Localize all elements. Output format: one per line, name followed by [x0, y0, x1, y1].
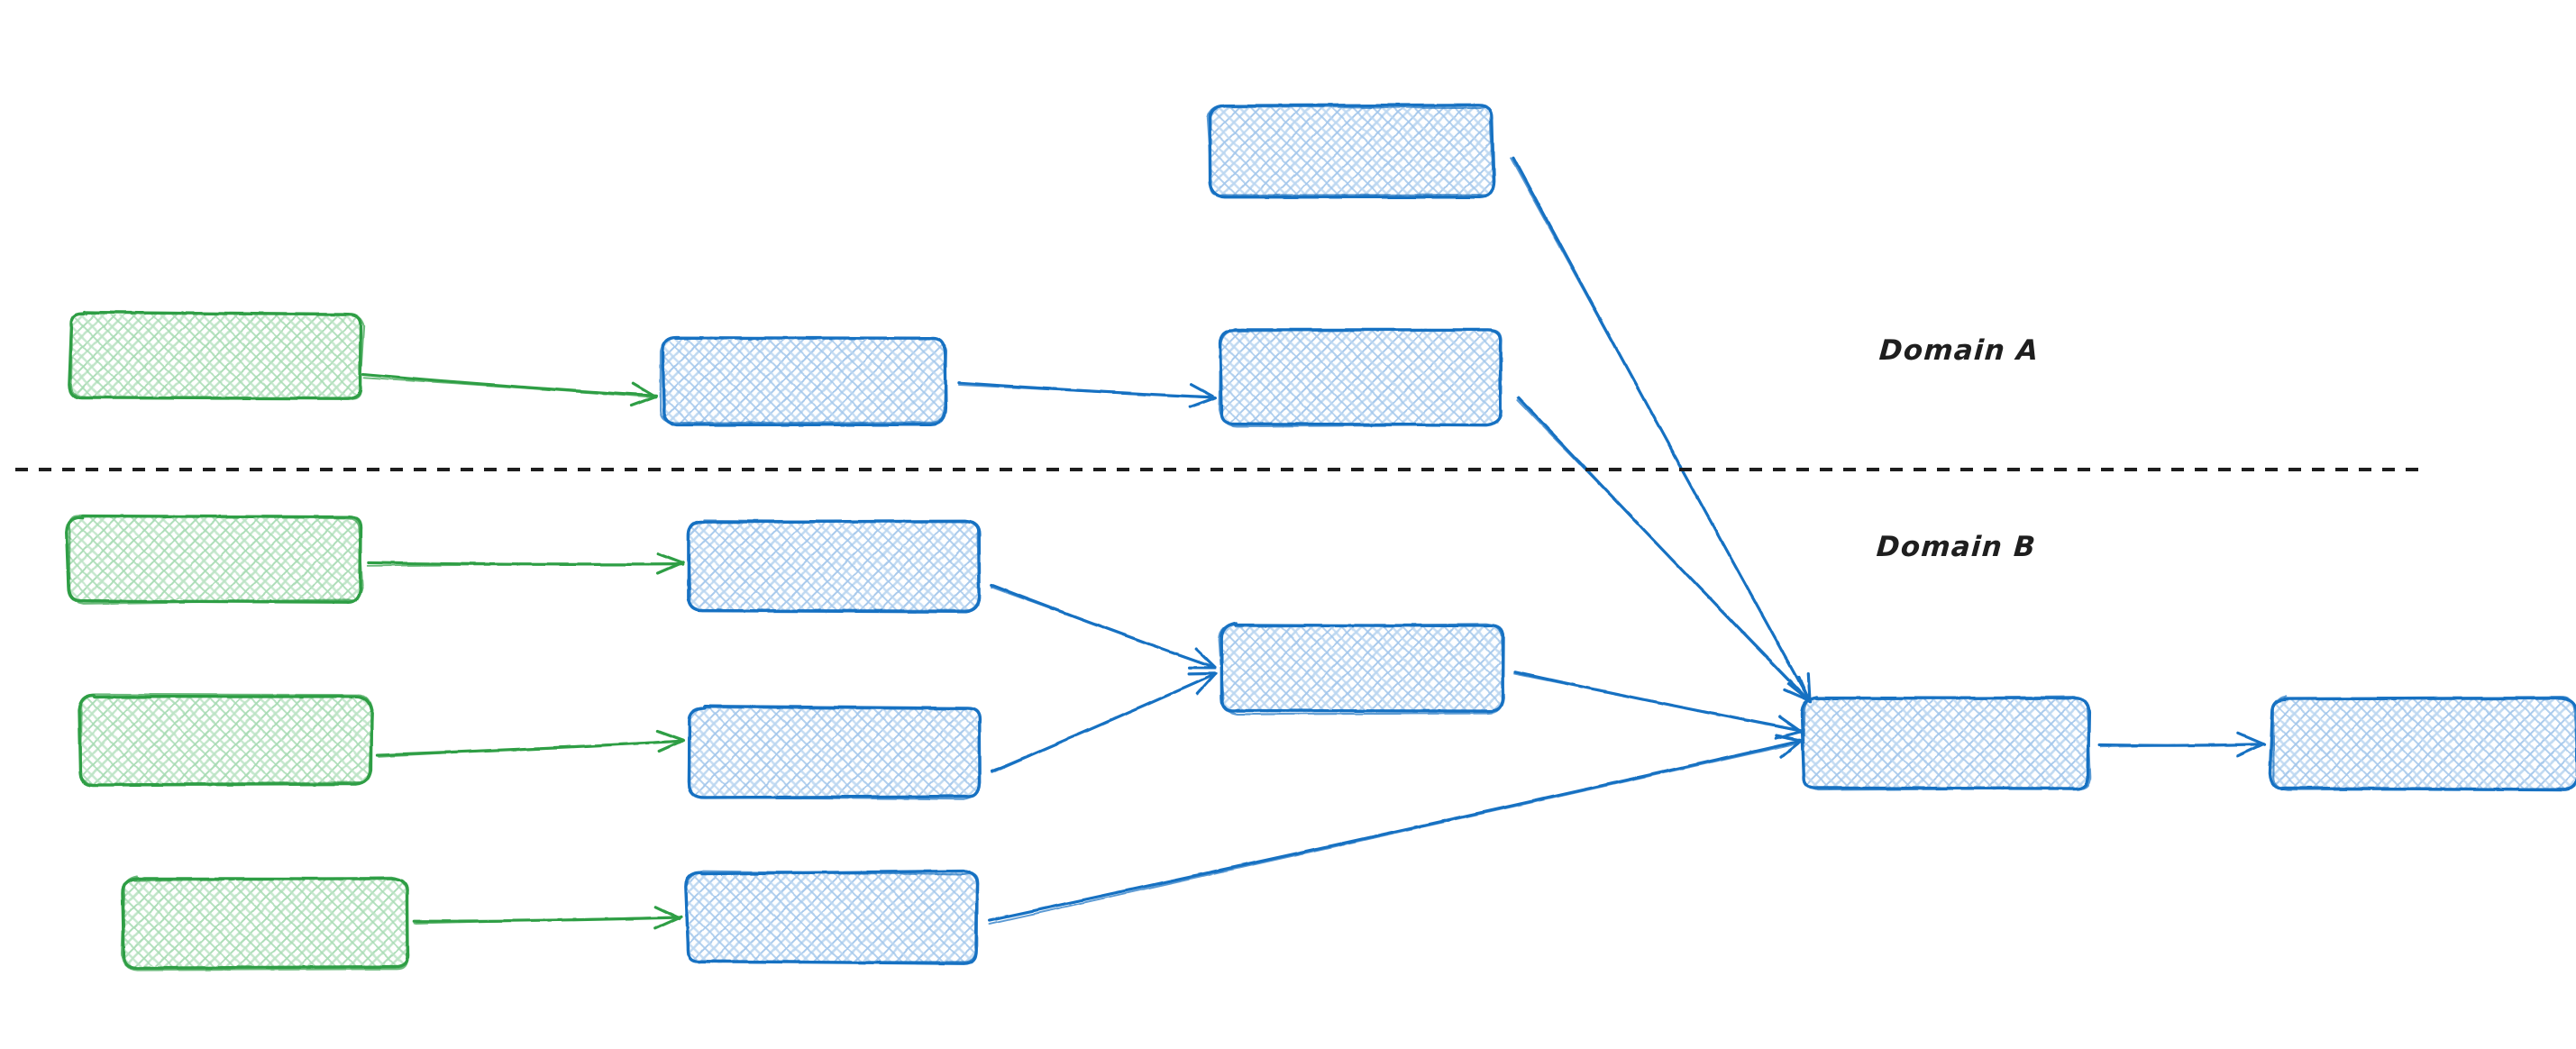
edge-e7 — [413, 905, 683, 930]
edge-e9 — [990, 671, 1218, 774]
node-b-blue-mid[interactable] — [1218, 621, 1505, 716]
edge-e4 — [1516, 396, 1812, 704]
edge-e1 — [361, 372, 658, 408]
node-a-green-1[interactable] — [68, 310, 365, 400]
node-b-blue-2[interactable] — [687, 705, 982, 800]
node-a-blue-1[interactable] — [659, 335, 948, 427]
node-b-blue-merge[interactable] — [1800, 695, 2092, 791]
node-b-green-1[interactable] — [65, 514, 364, 605]
node-a-blue-2[interactable] — [1218, 328, 1503, 428]
node-b-blue-1[interactable] — [687, 519, 982, 614]
nodes-layer — [65, 103, 2576, 971]
node-b-blue-3[interactable] — [684, 869, 979, 965]
node-b-green-2[interactable] — [77, 693, 374, 787]
domain-a-label: Domain A — [1877, 334, 2041, 367]
node-b-green-3[interactable] — [120, 875, 409, 971]
edge-e11 — [1513, 670, 1804, 740]
edge-e2 — [957, 381, 1218, 409]
edge-e10 — [988, 734, 1805, 925]
edge-e12 — [2097, 732, 2267, 758]
edge-e6 — [376, 729, 686, 758]
edges-layer — [361, 156, 2267, 930]
edge-e8 — [990, 583, 1217, 670]
node-b-blue-out[interactable] — [2268, 695, 2576, 791]
domain-b-label: Domain B — [1875, 531, 2038, 563]
edge-e5 — [366, 552, 685, 576]
edge-e3 — [1510, 156, 1813, 703]
node-a-top-blue[interactable] — [1206, 103, 1495, 199]
